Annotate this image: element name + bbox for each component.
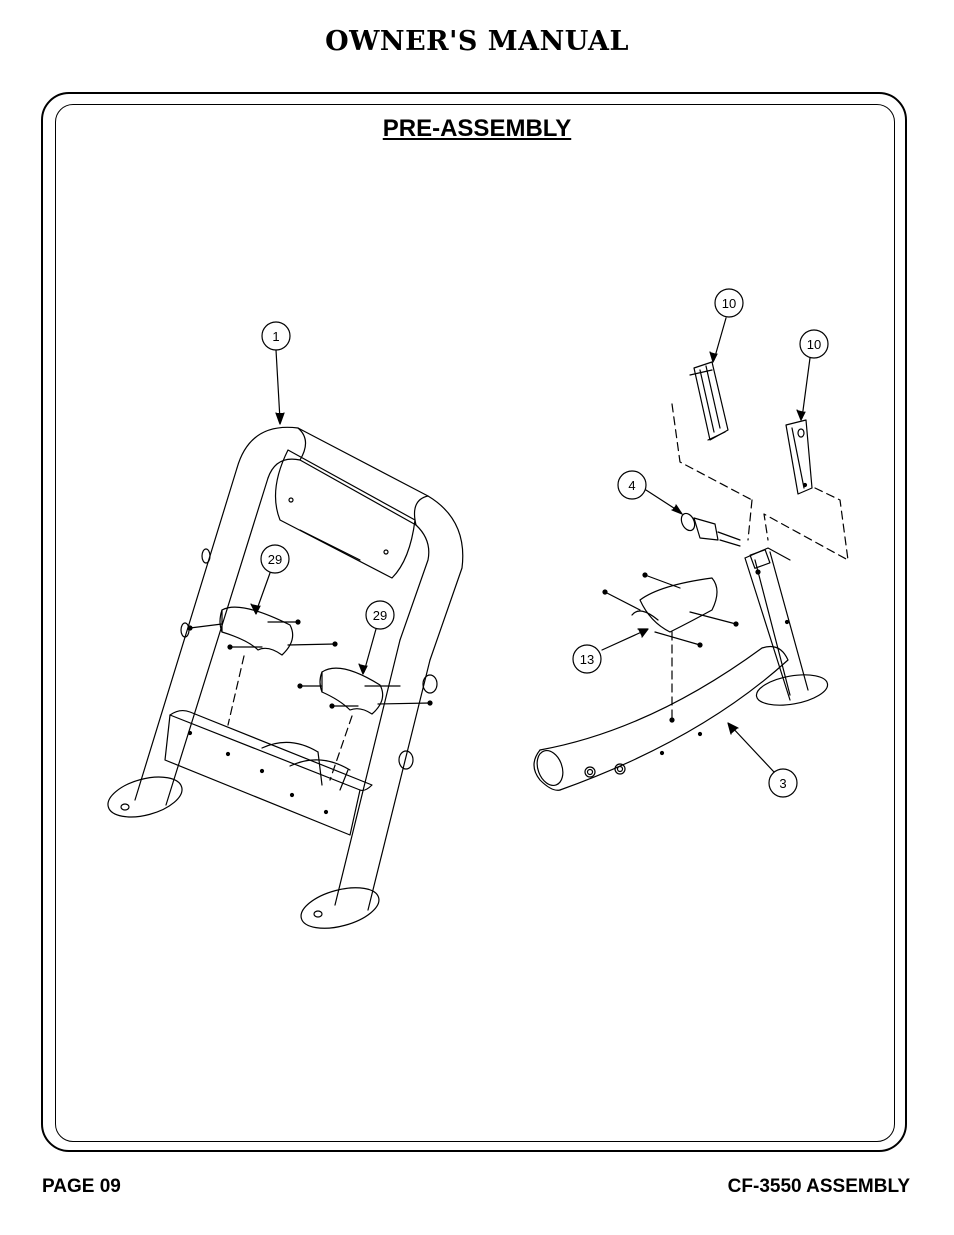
- callout-label-29-upper: 29: [268, 552, 282, 567]
- plug-part-4-drawing: [680, 512, 741, 547]
- bracket-part-10-drawing: [671, 361, 849, 561]
- callout-label-10-left: 10: [722, 296, 736, 311]
- callout-label-13: 13: [580, 652, 594, 667]
- callout-label-29-lower: 29: [373, 608, 387, 623]
- page-number: PAGE 09: [42, 1176, 121, 1197]
- callout-label-10-right: 10: [807, 337, 821, 352]
- roller-part-13-drawing: [602, 572, 739, 719]
- base-part-3-drawing: [533, 547, 829, 791]
- callout-leaders: [250, 317, 811, 773]
- model-label: CF-3550 ASSEMBLY: [727, 1176, 910, 1197]
- callout-circles: [260, 288, 829, 798]
- section-title: PRE-ASSEMBLY: [382, 115, 572, 142]
- callout-label-1: 1: [272, 329, 279, 344]
- callout-label-3: 3: [779, 776, 786, 791]
- page-frame-outer: [41, 92, 907, 1152]
- callout-label-4: 4: [628, 478, 635, 493]
- manual-title: OWNER'S MANUAL: [325, 26, 629, 57]
- page-frame-inner: [55, 104, 895, 1142]
- frame-part-1-drawing: [107, 426, 464, 929]
